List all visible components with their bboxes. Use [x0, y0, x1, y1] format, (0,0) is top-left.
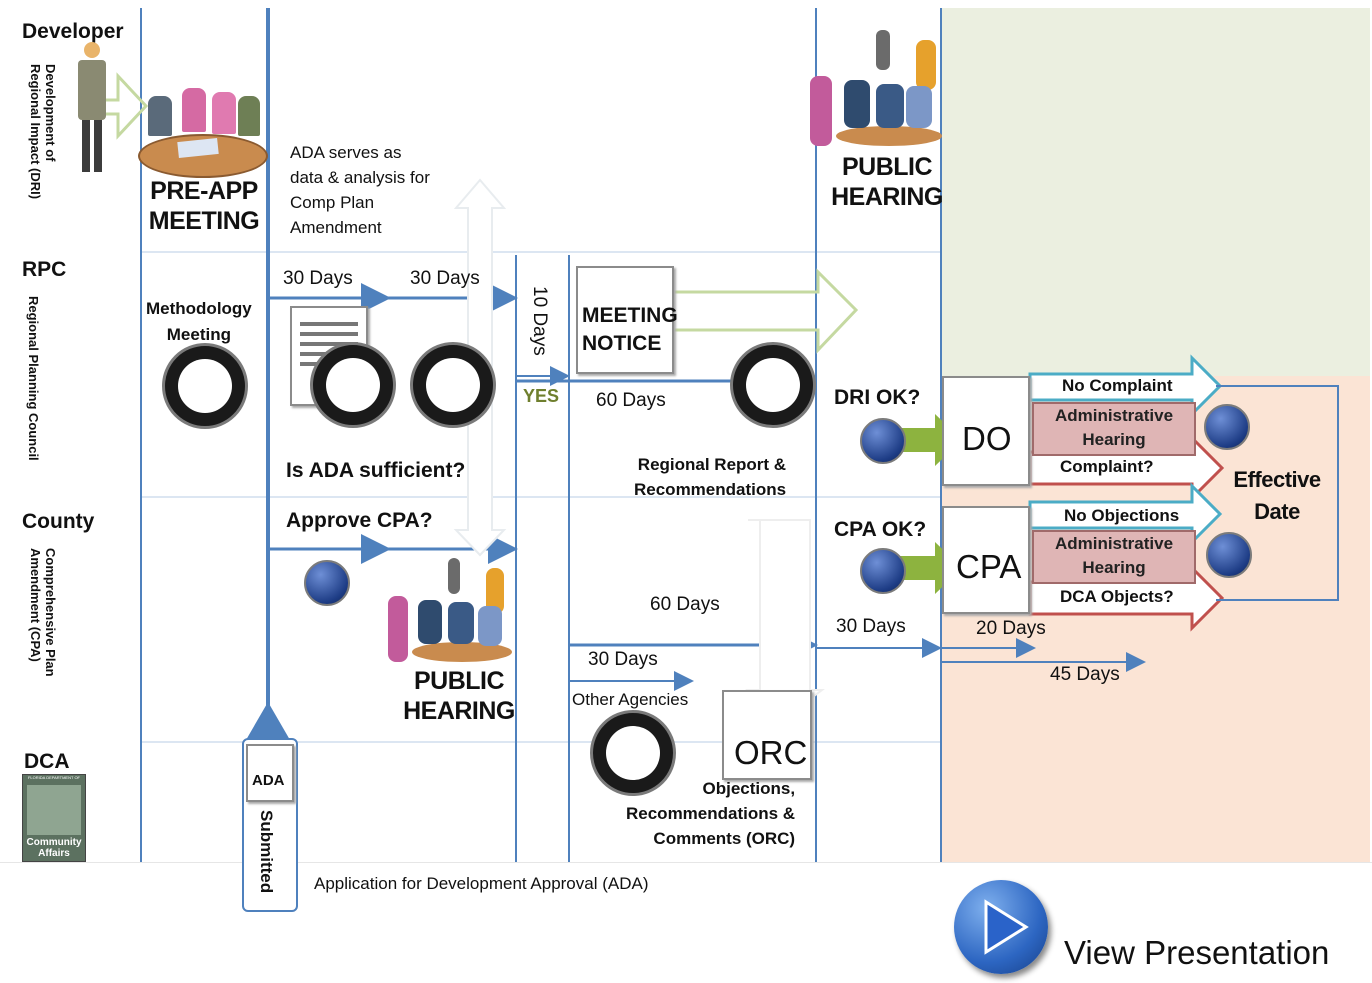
no-complaint-label: No Complaint	[1062, 376, 1173, 395]
public-hearing-county-label: PUBLIC HEARING	[403, 667, 515, 725]
pre-app-meeting-label: PRE-APP MEETING	[148, 177, 260, 235]
days-60-rpc: 60 Days	[596, 390, 666, 411]
florida-seal-icon	[310, 342, 396, 428]
lane-subtitle-county: Comprehensive Plan Amendment (CPA)	[28, 548, 58, 677]
lane-title-county: County	[22, 510, 95, 533]
orc-label: ORC	[734, 734, 808, 771]
days-60-county: 60 Days	[650, 594, 720, 615]
days-10: 10 Days	[529, 286, 550, 356]
lane-title-rpc: RPC	[22, 258, 67, 281]
meeting-notice-label: MEETING NOTICE	[582, 304, 678, 355]
view-presentation-label[interactable]: View Presentation	[1064, 934, 1330, 971]
lane-subtitle-rpc: Regional Planning Council	[26, 296, 41, 461]
public-hearing-county-icon	[384, 556, 516, 674]
check-icon	[860, 548, 906, 594]
do-doc	[942, 376, 1030, 486]
regional-report-label: Regional Report & Recommendations	[634, 455, 787, 499]
ada-doc-label: ADA	[252, 772, 285, 789]
play-icon	[984, 899, 1029, 955]
public-hearing-top-label: PUBLIC HEARING	[831, 153, 943, 211]
days-30-final: 30 Days	[836, 616, 906, 637]
dca-logo-top-text: FLORIDA DEPARTMENT OF	[27, 775, 80, 780]
lane-title-dca: DCA	[24, 750, 70, 773]
green-region	[942, 8, 1370, 376]
days-30-other: 30 Days	[588, 649, 658, 670]
people-meeting-icon	[138, 82, 268, 178]
days-30-a: 30 Days	[283, 268, 353, 289]
view-presentation-button[interactable]	[954, 880, 1048, 974]
lane-title-developer: Developer	[22, 20, 124, 43]
days-20: 20 Days	[976, 618, 1046, 639]
dca-logo: FLORIDA DEPARTMENT OF Community Affairs	[22, 774, 86, 862]
no-objections-label: No Objections	[1064, 506, 1180, 525]
meeting-notice-doc	[576, 266, 674, 374]
footer-band	[0, 862, 1372, 983]
orc-doc	[722, 690, 812, 780]
other-agencies-label: Other Agencies	[572, 690, 689, 709]
methodology-meeting-label: Methodology Meeting	[146, 299, 252, 344]
days-30-b: 30 Days	[410, 268, 480, 289]
florida-seal-icon	[162, 343, 248, 429]
developer-figure-icon	[72, 42, 112, 172]
do-label: DO	[962, 420, 1012, 457]
cpa-ok-label: CPA OK?	[834, 518, 927, 541]
dca-logo-graphic	[27, 785, 81, 835]
days-45: 45 Days	[1050, 664, 1120, 685]
dca-logo-bottom-text: Community Affairs	[26, 837, 82, 859]
administrative-hearing-cpa: Administrative Hearing	[1032, 530, 1196, 584]
yes-label: YES	[523, 386, 560, 406]
submitted-label: Submitted	[257, 810, 276, 894]
florida-seal-icon	[730, 342, 816, 428]
dca-objects-label: DCA Objects?	[1060, 587, 1174, 606]
effective-date-label: Effective Date	[1233, 467, 1321, 524]
application-label: Application for Development Approval (AD…	[314, 874, 649, 893]
florida-seal-icon	[410, 342, 496, 428]
complaint-label: Complaint?	[1060, 457, 1154, 476]
cpa-doc	[942, 506, 1030, 614]
florida-seal-icon	[590, 710, 676, 796]
approve-cpa-label: Approve CPA?	[286, 509, 433, 532]
check-icon	[304, 560, 350, 606]
orc-description: Objections, Recommendations & Comments (…	[626, 779, 796, 848]
public-hearing-top-icon	[806, 30, 942, 160]
lane-subtitle-developer: Development of Regional Impact (DRI)	[28, 64, 58, 200]
ada-note: ADA serves as data & analysis for Comp P…	[290, 143, 430, 237]
dri-ok-label: DRI OK?	[834, 386, 921, 409]
check-icon	[1206, 532, 1252, 578]
administrative-hearing-dri: Administrative Hearing	[1032, 402, 1196, 456]
check-icon	[1204, 404, 1250, 450]
check-icon	[860, 418, 906, 464]
is-ada-sufficient-label: Is ADA sufficient?	[286, 459, 466, 482]
ada-doc-icon	[246, 744, 294, 802]
cpa-label: CPA	[956, 548, 1022, 585]
